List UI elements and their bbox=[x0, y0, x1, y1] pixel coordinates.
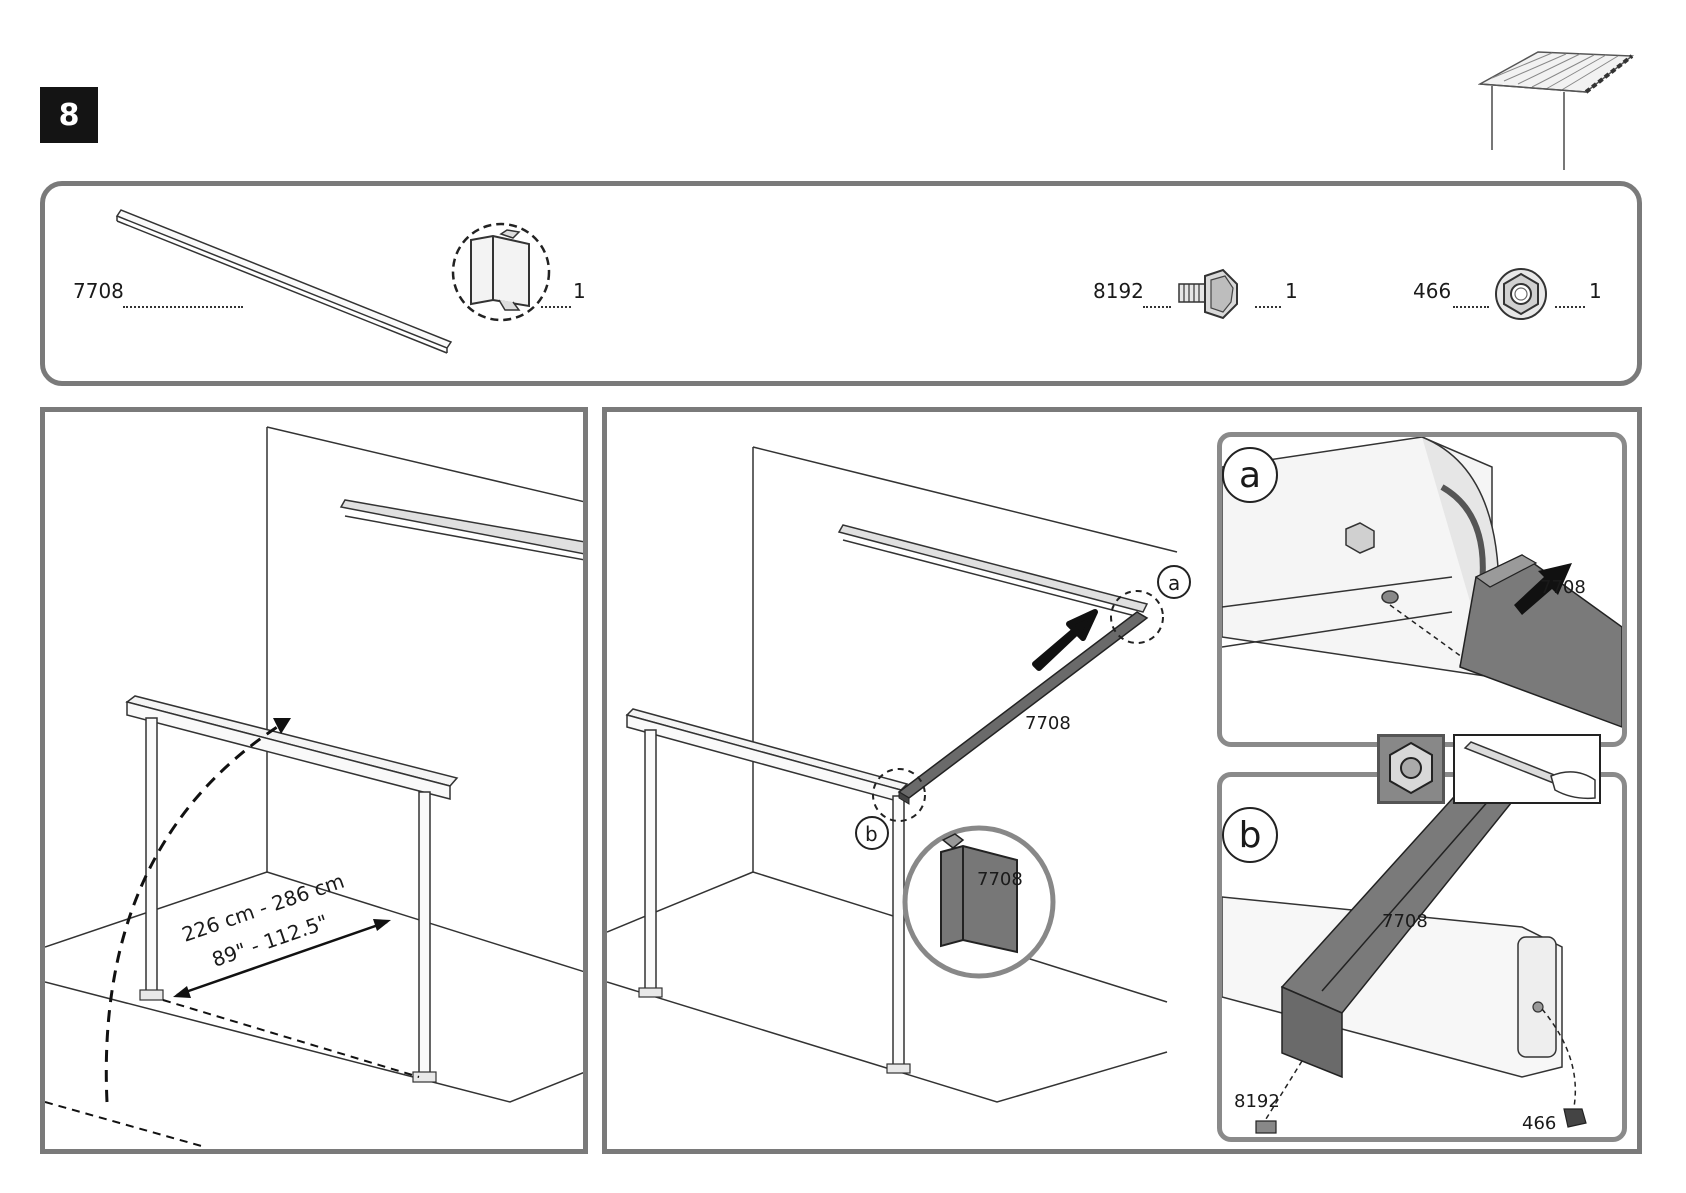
beam-7708-profile-zoom bbox=[449, 220, 553, 324]
detail-a-beam-label: 7708 bbox=[1540, 577, 1586, 598]
callout-a-letter: a bbox=[1168, 571, 1180, 595]
inset-hand-thumbnail bbox=[1453, 734, 1601, 804]
part-466-qty-leader bbox=[1555, 306, 1585, 308]
detail-a-letter: a bbox=[1239, 455, 1261, 496]
step-number: 8 bbox=[59, 98, 80, 133]
beam-7708-label: 7708 bbox=[1025, 713, 1071, 734]
detail-a-drawing: 7708 bbox=[1222, 437, 1622, 742]
detail-b-panel: 7708 8192 466 b bbox=[1217, 772, 1627, 1142]
beam-7708-part-image bbox=[115, 206, 455, 356]
step-number-badge: 8 bbox=[40, 87, 98, 143]
inset-nut-thumbnail bbox=[1377, 734, 1445, 804]
part-7708-qty-leader bbox=[541, 306, 571, 308]
nut-icon bbox=[1493, 266, 1549, 322]
right-assembly-panel: 7708 a b 7708 7708 bbox=[602, 407, 1642, 1154]
part-8192-qty: 1 bbox=[1285, 279, 1298, 303]
parts-panel: 7708 1 8192 1 466 1 bbox=[40, 181, 1642, 386]
callout-b-letter: b bbox=[865, 822, 878, 846]
bolt-icon bbox=[1175, 266, 1247, 322]
part-466-qty: 1 bbox=[1589, 279, 1602, 303]
detail-b-beam-label: 7708 bbox=[1382, 911, 1428, 932]
part-8192-label: 8192 bbox=[1093, 279, 1144, 303]
left-panel-drawing: 226 cm - 286 cm 89" - 112.5" bbox=[45, 412, 585, 1152]
part-466-leader bbox=[1453, 306, 1489, 308]
part-8192-leader bbox=[1143, 306, 1171, 308]
detail-b-letter: b bbox=[1239, 815, 1262, 856]
detail-b-drawing: 7708 8192 466 bbox=[1222, 777, 1622, 1137]
pergola-thumbnail-icon bbox=[1478, 48, 1638, 174]
part-466-label: 466 bbox=[1413, 279, 1451, 303]
detail-b-nut-label: 466 bbox=[1522, 1113, 1556, 1134]
detail-b-bolt-label: 8192 bbox=[1234, 1091, 1280, 1112]
detail-a-panel: 7708 a bbox=[1217, 432, 1627, 747]
detail-b-letter-badge: b bbox=[1222, 807, 1278, 863]
part-8192-qty-leader bbox=[1255, 306, 1281, 308]
left-assembly-panel: 226 cm - 286 cm 89" - 112.5" bbox=[40, 407, 588, 1154]
zoom-beam-label: 7708 bbox=[977, 869, 1023, 890]
part-7708-qty: 1 bbox=[573, 279, 586, 303]
detail-a-letter-badge: a bbox=[1222, 447, 1278, 503]
